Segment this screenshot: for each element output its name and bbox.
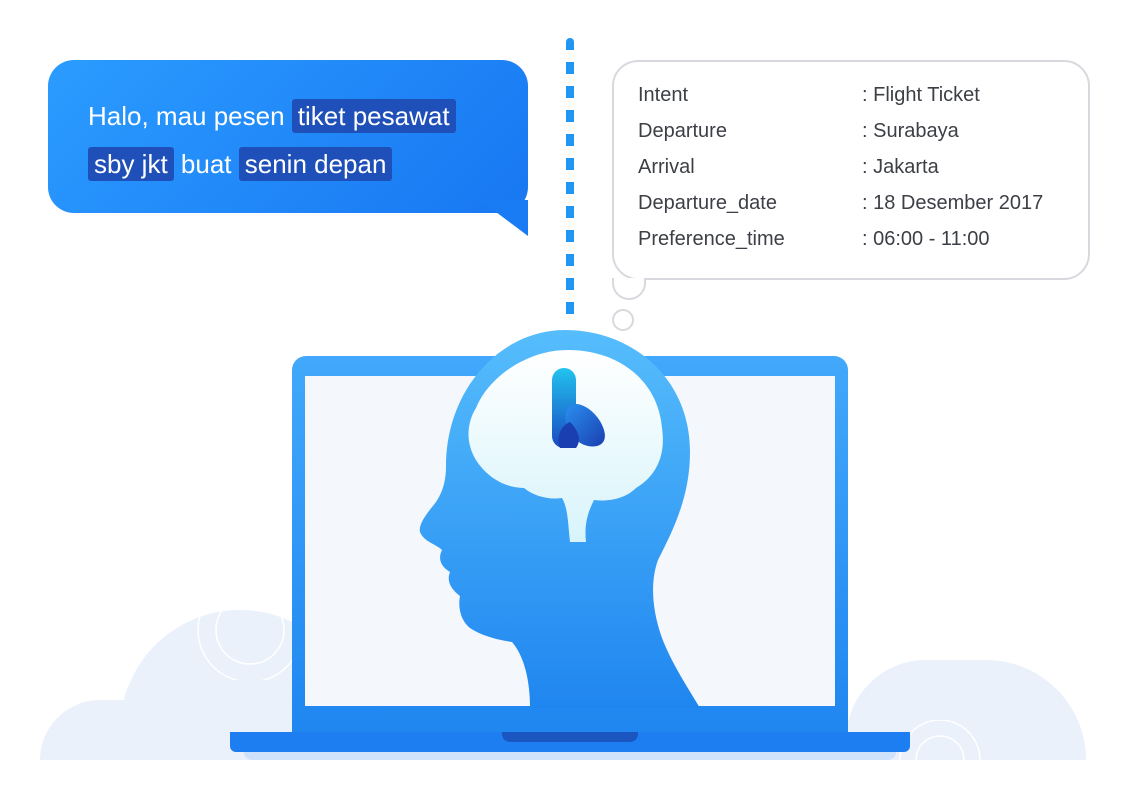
extraction-table: Intent : Flight Ticket Departure : Surab… [638, 84, 1078, 264]
entity-date: senin depan [238, 147, 393, 181]
speech-segment: Halo, mau pesen [88, 101, 292, 131]
extraction-row: Departure_date : 18 Desember 2017 [638, 192, 1078, 228]
dashed-divider [566, 38, 574, 323]
laptop-base [230, 732, 910, 752]
entity-intent: tiket pesawat [291, 99, 456, 133]
entity-route: sby jkt [88, 147, 174, 181]
laptop-shadow [244, 752, 896, 760]
extraction-value: : 06:00 - 11:00 [862, 228, 990, 250]
cloud-left-small [40, 700, 260, 760]
cloud-rings-icon [899, 720, 981, 760]
extraction-row: Intent : Flight Ticket [638, 84, 1078, 120]
extraction-key: Departure_date [638, 192, 777, 214]
head-silhouette-icon [419, 330, 700, 708]
speech-bubble [48, 60, 528, 213]
thought-bubble-tail [612, 278, 646, 300]
extraction-key: Arrival [638, 156, 695, 178]
extraction-key: Intent [638, 84, 689, 106]
thought-bubble-dot [612, 309, 634, 331]
speech-text: Halo, mau pesen tiket pesawat sby jkt bu… [88, 92, 508, 188]
k-logo-icon [552, 368, 605, 448]
extraction-value: : 18 Desember 2017 [862, 192, 1044, 214]
extraction-key: Departure [638, 120, 727, 142]
extraction-value: : Flight Ticket [862, 84, 980, 106]
extraction-value: : Jakarta [862, 156, 939, 178]
speech-bubble-tail [480, 200, 528, 236]
laptop-notch [502, 732, 638, 742]
thought-bubble [612, 60, 1090, 280]
extraction-row: Departure : Surabaya [638, 120, 1078, 156]
extraction-row: Arrival : Jakarta [638, 156, 1078, 192]
extraction-key: Preference_time [638, 228, 785, 250]
extraction-value: : Surabaya [862, 120, 959, 142]
speech-segment: buat [173, 149, 239, 179]
extraction-row: Preference_time : 06:00 - 11:00 [638, 228, 1078, 264]
